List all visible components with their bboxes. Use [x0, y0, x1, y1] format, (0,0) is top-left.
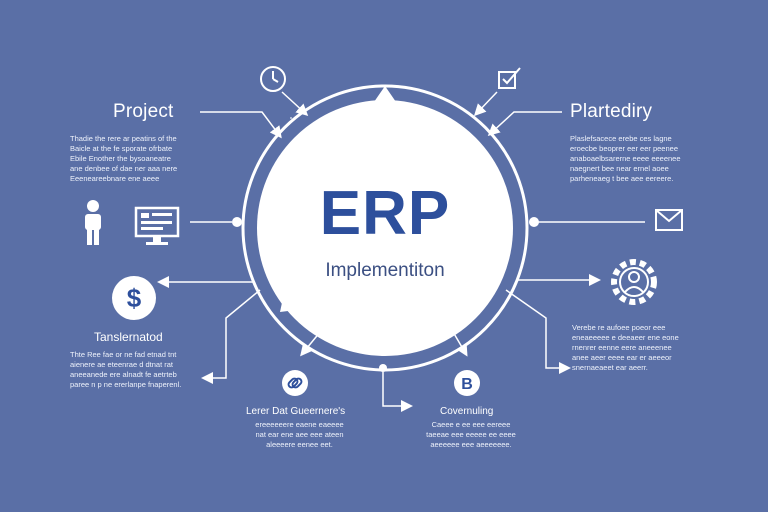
ring-pointer-right [470, 298, 488, 312]
dollar-icon: $ [112, 276, 156, 320]
connector-dot-bottom [379, 364, 387, 372]
b-icon: B [454, 370, 480, 396]
mail-icon [655, 209, 683, 231]
connector-plartediry [487, 111, 562, 137]
connector-b [445, 319, 468, 357]
connector-checkbox [473, 91, 498, 117]
connector-clock [281, 91, 309, 117]
right-lower-text: Verebe re aufoee poeor eee eneaeeeee e d… [572, 323, 679, 372]
plartediry-title: Plartediry [570, 101, 653, 122]
project-title: Project [113, 101, 174, 122]
gear-person-icon [611, 259, 657, 305]
connector-dot-right [529, 217, 539, 227]
consulting-text: Caeee e ee eee eereee taeeae eee eeeee e… [426, 420, 516, 449]
connector-link [300, 319, 331, 357]
ring-pointer-top [374, 86, 396, 102]
connector-translated [201, 289, 261, 384]
connector-right-lower [505, 289, 571, 374]
dat-governance-title: Lerer Dat Gueernere's [246, 406, 346, 417]
center-subtitle: Implementiton [325, 260, 445, 281]
monitor-icon [134, 206, 180, 245]
plartediry-text: Plaslefsacece erebe ces lagne eroecbe be… [570, 134, 681, 183]
svg-text:B: B [461, 376, 473, 393]
clock-icon [260, 66, 286, 92]
project-text: Thadie the rere ar peatins of the Baicle… [70, 134, 178, 183]
connector-bottom [382, 372, 413, 412]
center-title: ERP [319, 179, 451, 248]
connector-project [200, 111, 282, 139]
center-circle [257, 100, 513, 356]
connector-dot-left [232, 217, 242, 227]
person-icon [85, 200, 101, 245]
translated-title: Tanslernatod [94, 330, 163, 344]
translated-text: Thte Ree fae or ne fad etnad tnt aienere… [70, 350, 182, 389]
svg-text:$: $ [127, 283, 142, 313]
consulting-title: Covernuling [440, 406, 494, 417]
checkbox-icon [498, 67, 521, 89]
link-icon [282, 370, 308, 396]
ring-pointer-left [280, 298, 296, 312]
dat-governance-text: ereeeeeere eaene eaeeee nat ear ene aee … [255, 420, 344, 449]
